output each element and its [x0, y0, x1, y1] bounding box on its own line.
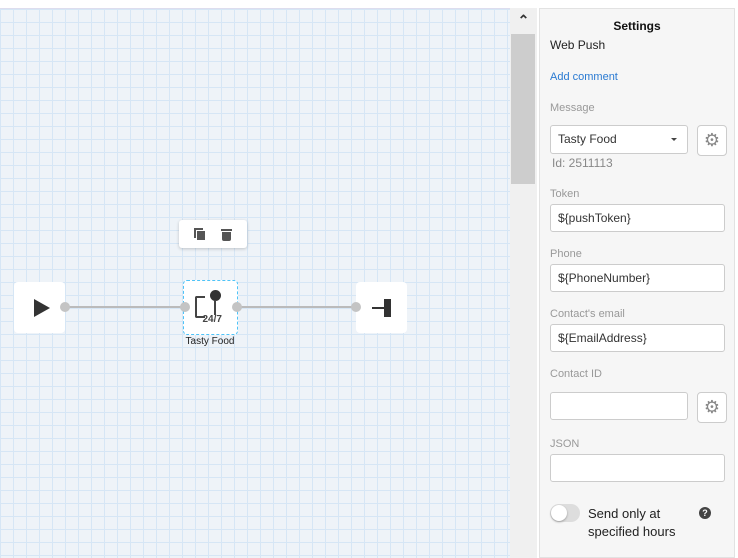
json-input[interactable] [550, 454, 725, 482]
input-port[interactable] [351, 302, 361, 312]
scrollbar-thumb[interactable] [511, 34, 535, 184]
end-icon [371, 298, 392, 317]
contact-id-label: Contact ID [550, 368, 602, 380]
chevron-down-icon [671, 138, 677, 141]
token-label: Token [550, 188, 580, 200]
node-type: Web Push [550, 38, 606, 52]
contact-id-settings-button[interactable]: ⚙ [697, 392, 727, 423]
message-label: Message [550, 102, 595, 114]
message-value: Tasty Food [558, 132, 617, 146]
contact-id-input[interactable] [550, 392, 688, 420]
web-push-icon: 24/7 [193, 289, 229, 326]
gear-icon: ⚙ [703, 130, 721, 150]
phone-label: Phone [550, 248, 582, 260]
flow-canvas[interactable]: 24/7 Tasty Food [0, 8, 510, 558]
schedule-badge: 24/7 [202, 313, 222, 325]
message-settings-button[interactable]: ⚙ [697, 125, 727, 156]
trash-icon[interactable] [220, 228, 232, 241]
play-icon [33, 298, 50, 317]
send-hours-label: Send only at specified hours [588, 506, 676, 539]
email-input[interactable]: ${EmailAddress} [550, 324, 725, 352]
send-hours-toggle[interactable] [550, 504, 580, 522]
output-port[interactable] [60, 302, 70, 312]
panel-title: Settings [613, 19, 661, 33]
copy-icon[interactable] [194, 227, 206, 241]
token-input[interactable]: ${pushToken} [550, 204, 725, 232]
phone-input[interactable]: ${PhoneNumber} [550, 264, 725, 292]
input-port[interactable] [180, 302, 190, 312]
add-comment-link[interactable]: Add comment [550, 71, 618, 83]
gear-icon: ⚙ [703, 397, 721, 417]
scroll-up-icon[interactable]: ⌃ [517, 12, 530, 28]
message-select[interactable]: Tasty Food [550, 125, 688, 154]
message-id: Id: 2511113 [552, 156, 613, 170]
email-label: Contact's email [550, 308, 625, 320]
help-icon[interactable]: ? [699, 507, 711, 519]
connector-line [65, 306, 185, 308]
output-port[interactable] [232, 302, 242, 312]
node-toolbar [179, 220, 247, 248]
settings-panel: Settings Web Push Add comment Message Ta… [539, 8, 735, 558]
json-label: JSON [550, 438, 580, 450]
connector-line [237, 306, 357, 308]
end-node[interactable] [356, 282, 407, 333]
start-node[interactable] [14, 282, 65, 333]
scrollbar[interactable]: ⌃ [510, 8, 537, 558]
web-push-node[interactable]: 24/7 [183, 280, 238, 335]
node-label: Tasty Food [185, 336, 235, 347]
